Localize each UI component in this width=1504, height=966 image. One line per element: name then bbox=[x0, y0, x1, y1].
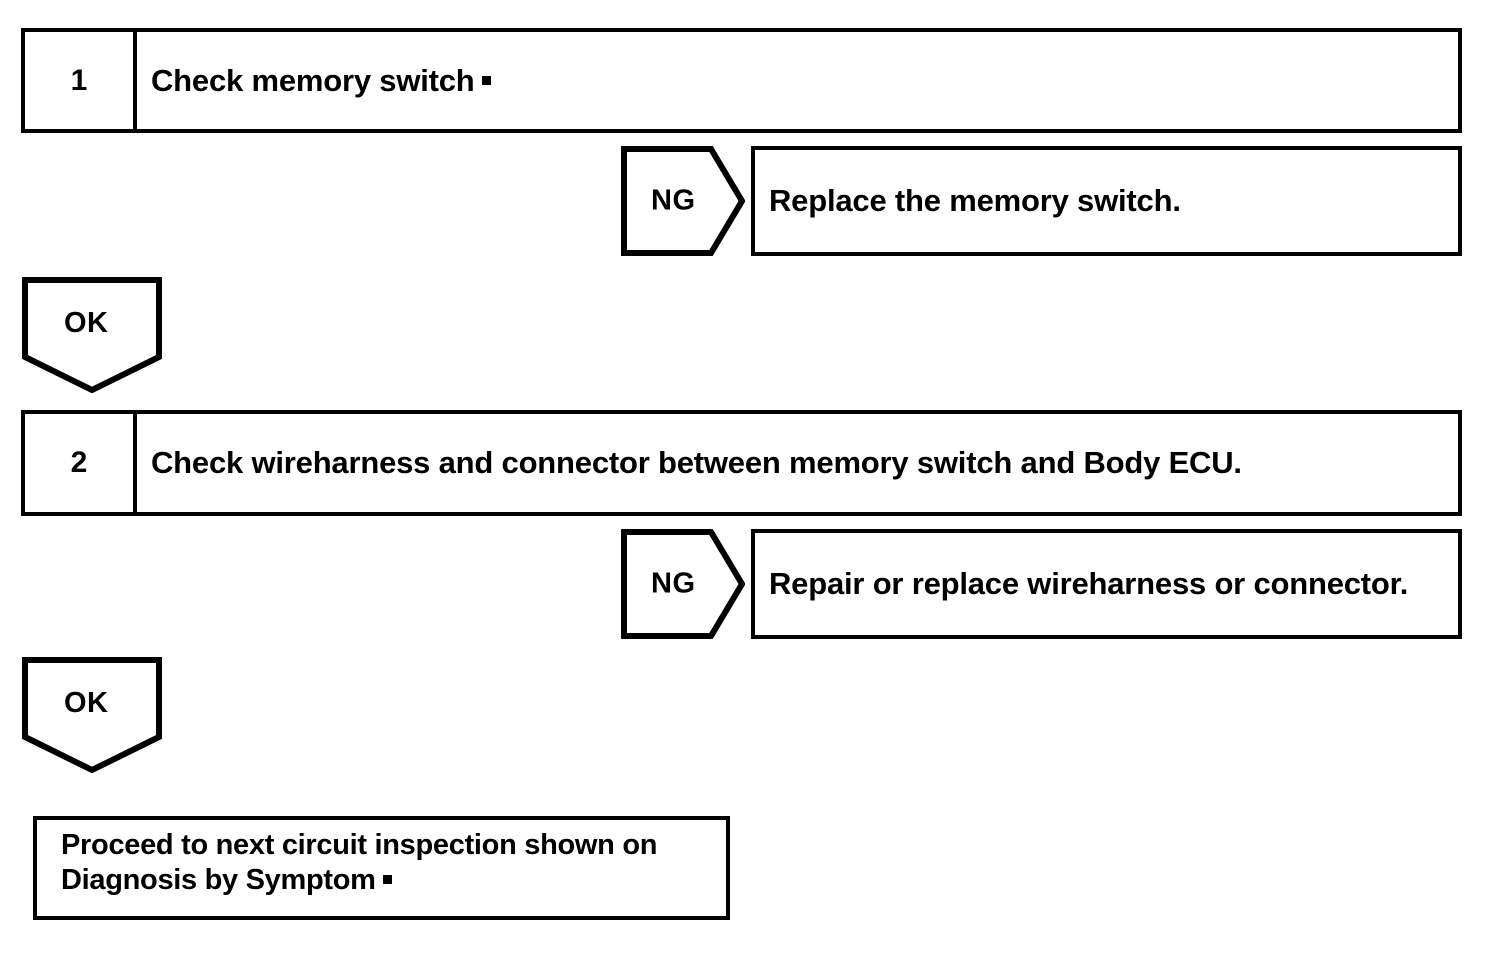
ng-arrow-1: NG bbox=[621, 146, 745, 256]
ng-result-box-2: Repair or replace wireharness or connect… bbox=[751, 529, 1462, 639]
final-line-2: Diagnosis by Symptom bbox=[61, 863, 726, 898]
step-number-1: 1 bbox=[25, 32, 137, 129]
final-outcome-box: Proceed to next circuit inspection shown… bbox=[33, 816, 730, 920]
step-text-1-label: Check memory switch bbox=[151, 62, 475, 98]
ok-arrow-1-label: OK bbox=[64, 307, 109, 339]
sentence-dot-icon bbox=[382, 875, 392, 885]
ng-arrow-2: NG bbox=[621, 529, 745, 639]
ng-result-box-1: Replace the memory switch. bbox=[751, 146, 1462, 256]
step-text-2: Check wireharness and connector between … bbox=[151, 445, 1242, 480]
ng-arrow-1-label: NG bbox=[651, 184, 696, 217]
step-text-1: Check memory switch bbox=[137, 32, 1458, 129]
sentence-dot-icon bbox=[481, 76, 491, 85]
ok-arrow-1: OK bbox=[22, 277, 162, 393]
ng-arrow-2-label: NG bbox=[651, 567, 696, 600]
ok-arrow-2: OK bbox=[22, 657, 162, 773]
step-box-1: 1 Check memory switch bbox=[21, 28, 1462, 133]
step-number-2: 2 bbox=[25, 414, 137, 512]
ok-arrow-2-label: OK bbox=[64, 687, 109, 719]
final-line-2-label: Diagnosis by Symptom bbox=[61, 864, 376, 897]
step-box-2: 2 Check wireharness and connector betwee… bbox=[21, 410, 1462, 516]
final-line-1: Proceed to next circuit inspection shown… bbox=[61, 829, 658, 861]
